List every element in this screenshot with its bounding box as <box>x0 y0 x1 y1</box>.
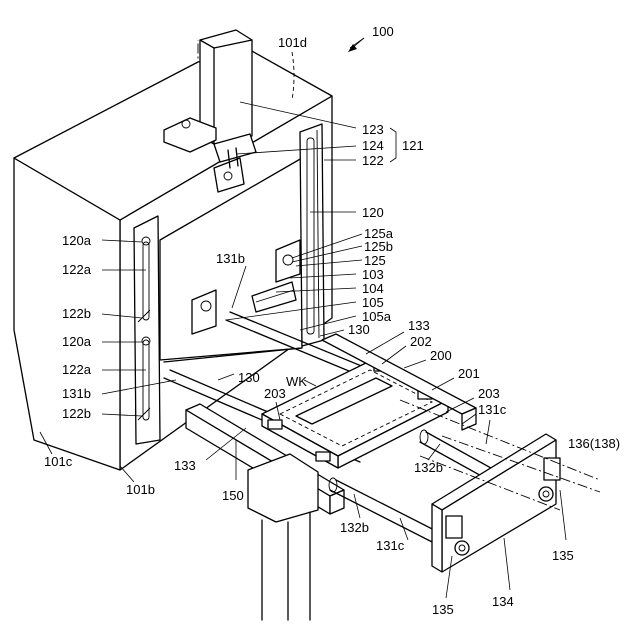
label-122a-top: 122a <box>62 262 92 277</box>
label-132b-right: 132b <box>414 460 443 475</box>
label-125: 125 <box>364 253 386 268</box>
label-203-left: 203 <box>264 386 286 401</box>
label-150: 150 <box>222 488 244 503</box>
label-132b-bottom: 132b <box>340 520 369 535</box>
label-120a-bottom: 120a <box>62 334 92 349</box>
label-122b-top: 122b <box>62 306 91 321</box>
label-133-right: 133 <box>408 318 430 333</box>
label-131b-top: 131b <box>216 251 245 266</box>
label-202: 202 <box>410 334 432 349</box>
arrow-100 <box>348 38 364 52</box>
label-wk: WK <box>286 374 307 389</box>
label-136-138: 136(138) <box>568 436 620 451</box>
label-200: 200 <box>430 348 452 363</box>
label-122-top: 122 <box>362 153 384 168</box>
label-125b: 125b <box>364 239 393 254</box>
label-120: 120 <box>362 205 384 220</box>
label-134: 134 <box>492 594 514 609</box>
left-guide-panel <box>134 216 160 444</box>
label-120a-top: 120a <box>62 233 92 248</box>
label-130-right: 130 <box>348 322 370 337</box>
label-101c: 101c <box>44 454 73 469</box>
label-122b-bottom: 122b <box>62 406 91 421</box>
label-101d: 101d <box>278 35 307 50</box>
label-131b-left: 131b <box>62 386 91 401</box>
right-guide-panel <box>300 124 324 346</box>
label-130-center: 130 <box>238 370 260 385</box>
label-131c-bottom: 131c <box>376 538 405 553</box>
label-135-bottom: 135 <box>432 602 454 617</box>
label-133-left: 133 <box>174 458 196 473</box>
label-123: 123 <box>362 122 384 137</box>
label-103: 103 <box>362 267 384 282</box>
label-105: 105 <box>362 295 384 310</box>
label-131c-right: 131c <box>478 402 507 417</box>
label-135-right: 135 <box>552 548 574 563</box>
label-121: 121 <box>402 138 424 153</box>
label-124: 124 <box>362 138 384 153</box>
label-201: 201 <box>458 366 480 381</box>
label-100: 100 <box>372 24 394 39</box>
label-203-right: 203 <box>478 386 500 401</box>
label-101b: 101b <box>126 482 155 497</box>
label-104: 104 <box>362 281 384 296</box>
label-122a-bottom: 122a <box>62 362 92 377</box>
pedestal <box>248 454 318 620</box>
